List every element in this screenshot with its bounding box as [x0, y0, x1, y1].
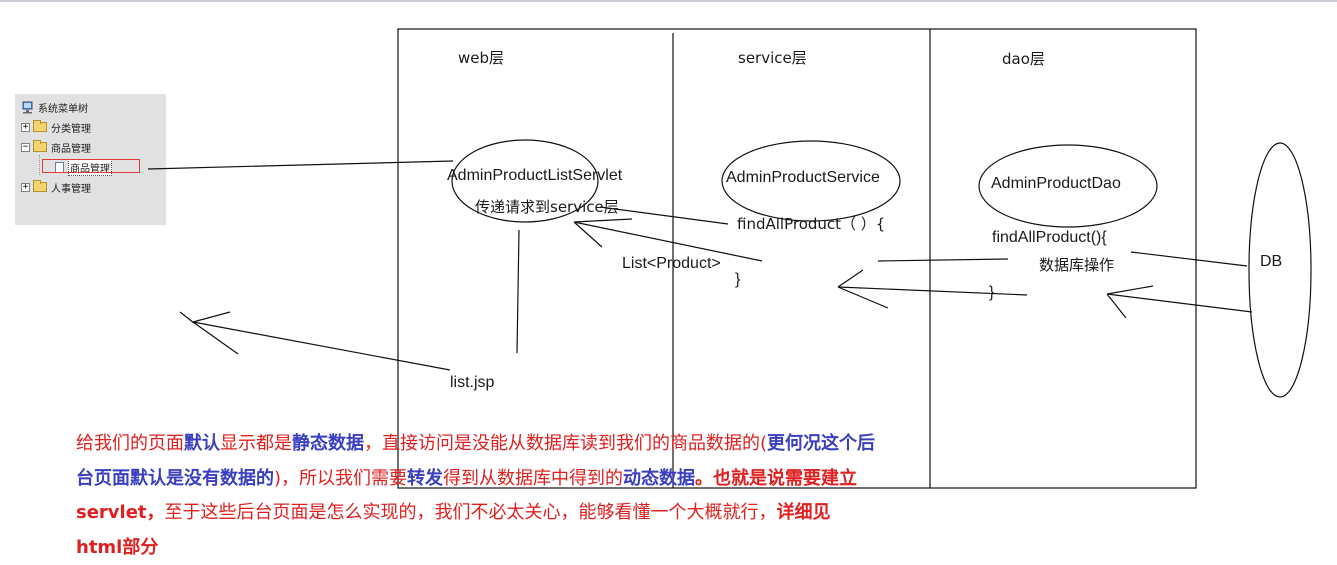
folder-icon [33, 180, 47, 192]
tree-item-label[interactable]: 人事管理 [51, 183, 91, 195]
jsp-arrowhead-b [192, 321, 239, 355]
folder-icon [33, 120, 47, 132]
collapse-minus-icon[interactable]: − [21, 141, 30, 152]
dao-return-head-b [837, 286, 889, 309]
caption-emphasis: 静态数据 [292, 433, 364, 454]
dao-ellipse [978, 144, 1158, 228]
tree-item-label-selected[interactable]: 商品管理 [68, 158, 112, 176]
dao-return-head-a [837, 269, 864, 288]
service-ellipse [721, 140, 901, 222]
dao-note: 数据库操作 [1039, 256, 1115, 274]
caption-part: 给我们的页面 [76, 433, 184, 454]
servlet-to-jsp-line [516, 229, 520, 354]
servlet-note: 传递请求到service层 [475, 198, 619, 216]
service-label: AdminProductService [726, 169, 880, 186]
tree-item-category[interactable]: + 分类管理 [21, 119, 91, 135]
db-return-head-b [1106, 293, 1127, 319]
servlet-ellipse [451, 139, 599, 223]
menu-tree-panel: 系统菜单树 + 分类管理 − 商品管理 商品管理 + 人事管理 [15, 94, 166, 225]
web-layer-title: web层 [458, 49, 505, 67]
tree-root-label: 系统菜单树 [38, 103, 88, 115]
caption-part: ，直接访问是没能从数据库读到我们的商品数据的( [364, 433, 768, 454]
dao-close-brace: } [989, 284, 995, 301]
tree-item-product[interactable]: − 商品管理 [21, 139, 91, 155]
dao-layer-title: dao层 [1002, 50, 1045, 68]
service-close-brace: } [735, 271, 741, 288]
return-arrowhead-b [573, 218, 633, 223]
tree-guide-line [39, 155, 40, 175]
caption-emphasis: 默认 [184, 433, 220, 454]
caption-part: 得到从数据库中得到的 [443, 467, 624, 489]
tree-root: 系统菜单树 [21, 99, 88, 115]
db-ellipse [1248, 142, 1312, 398]
expand-plus-icon[interactable]: + [21, 121, 30, 132]
db-return-line [1106, 293, 1253, 313]
caption-emphasis: 更何况这个后台页面默认是没有数据的 [76, 433, 876, 489]
caption-emphasis: 转发 [407, 467, 444, 489]
caption-part: 显示都是 [220, 433, 292, 454]
service-method: findAllProduct（ ）{ [737, 215, 886, 233]
tree-item-product-sub[interactable]: 商品管理 [55, 158, 112, 176]
servlet-to-service-line [599, 206, 729, 225]
jsp-arrowhead-a [192, 311, 231, 323]
computer-icon [22, 101, 33, 113]
dao-label: AdminProductDao [991, 175, 1121, 192]
selection-highlight-box [42, 159, 140, 173]
servlet-label: AdminProductListServlet [447, 167, 623, 184]
db-return-head-a [1106, 285, 1154, 295]
return-type-label: List<Product> [622, 255, 721, 272]
jsp-to-page-line [192, 321, 451, 371]
expand-plus-icon[interactable]: + [21, 181, 30, 192]
caption-part: 至于这些后台页面是怎么实现的，我们不必太关心，能够看懂一个大概就行， [164, 502, 777, 523]
caption-emphasis: 动态数据 [623, 467, 696, 489]
return-arrow-line [573, 221, 763, 262]
service-to-dao-line [877, 258, 1009, 262]
service-layer-title: service层 [738, 49, 807, 67]
jsp-label: list.jsp [450, 374, 495, 391]
dao-method: findAllProduct(){ [992, 229, 1107, 246]
caption-part: )，所以我们需要 [274, 467, 408, 489]
return-arrowhead-a [573, 221, 603, 248]
dao-to-db-line [1130, 251, 1248, 267]
folder-open-icon [33, 140, 47, 152]
caption-emphasis-red: 。也就是说需要建立servlet， [76, 467, 858, 524]
dao-return-line [837, 286, 1028, 296]
tree-item-label[interactable]: 商品管理 [51, 143, 91, 155]
top-border [0, 0, 1337, 2]
tree-item-label[interactable]: 分类管理 [51, 123, 91, 135]
layers-frame [397, 28, 1197, 489]
db-label: DB [1260, 253, 1283, 270]
jsp-arrow-tail [179, 311, 195, 324]
caption-emphasis-red: 详细见html部分 [76, 502, 831, 558]
explanation-caption: 给我们的页面默认显示都是静态数据，直接访问是没能从数据库读到我们的商品数据的(更… [76, 427, 876, 565]
tree-to-servlet-line [147, 160, 454, 170]
tree-item-hr[interactable]: + 人事管理 [21, 179, 91, 195]
